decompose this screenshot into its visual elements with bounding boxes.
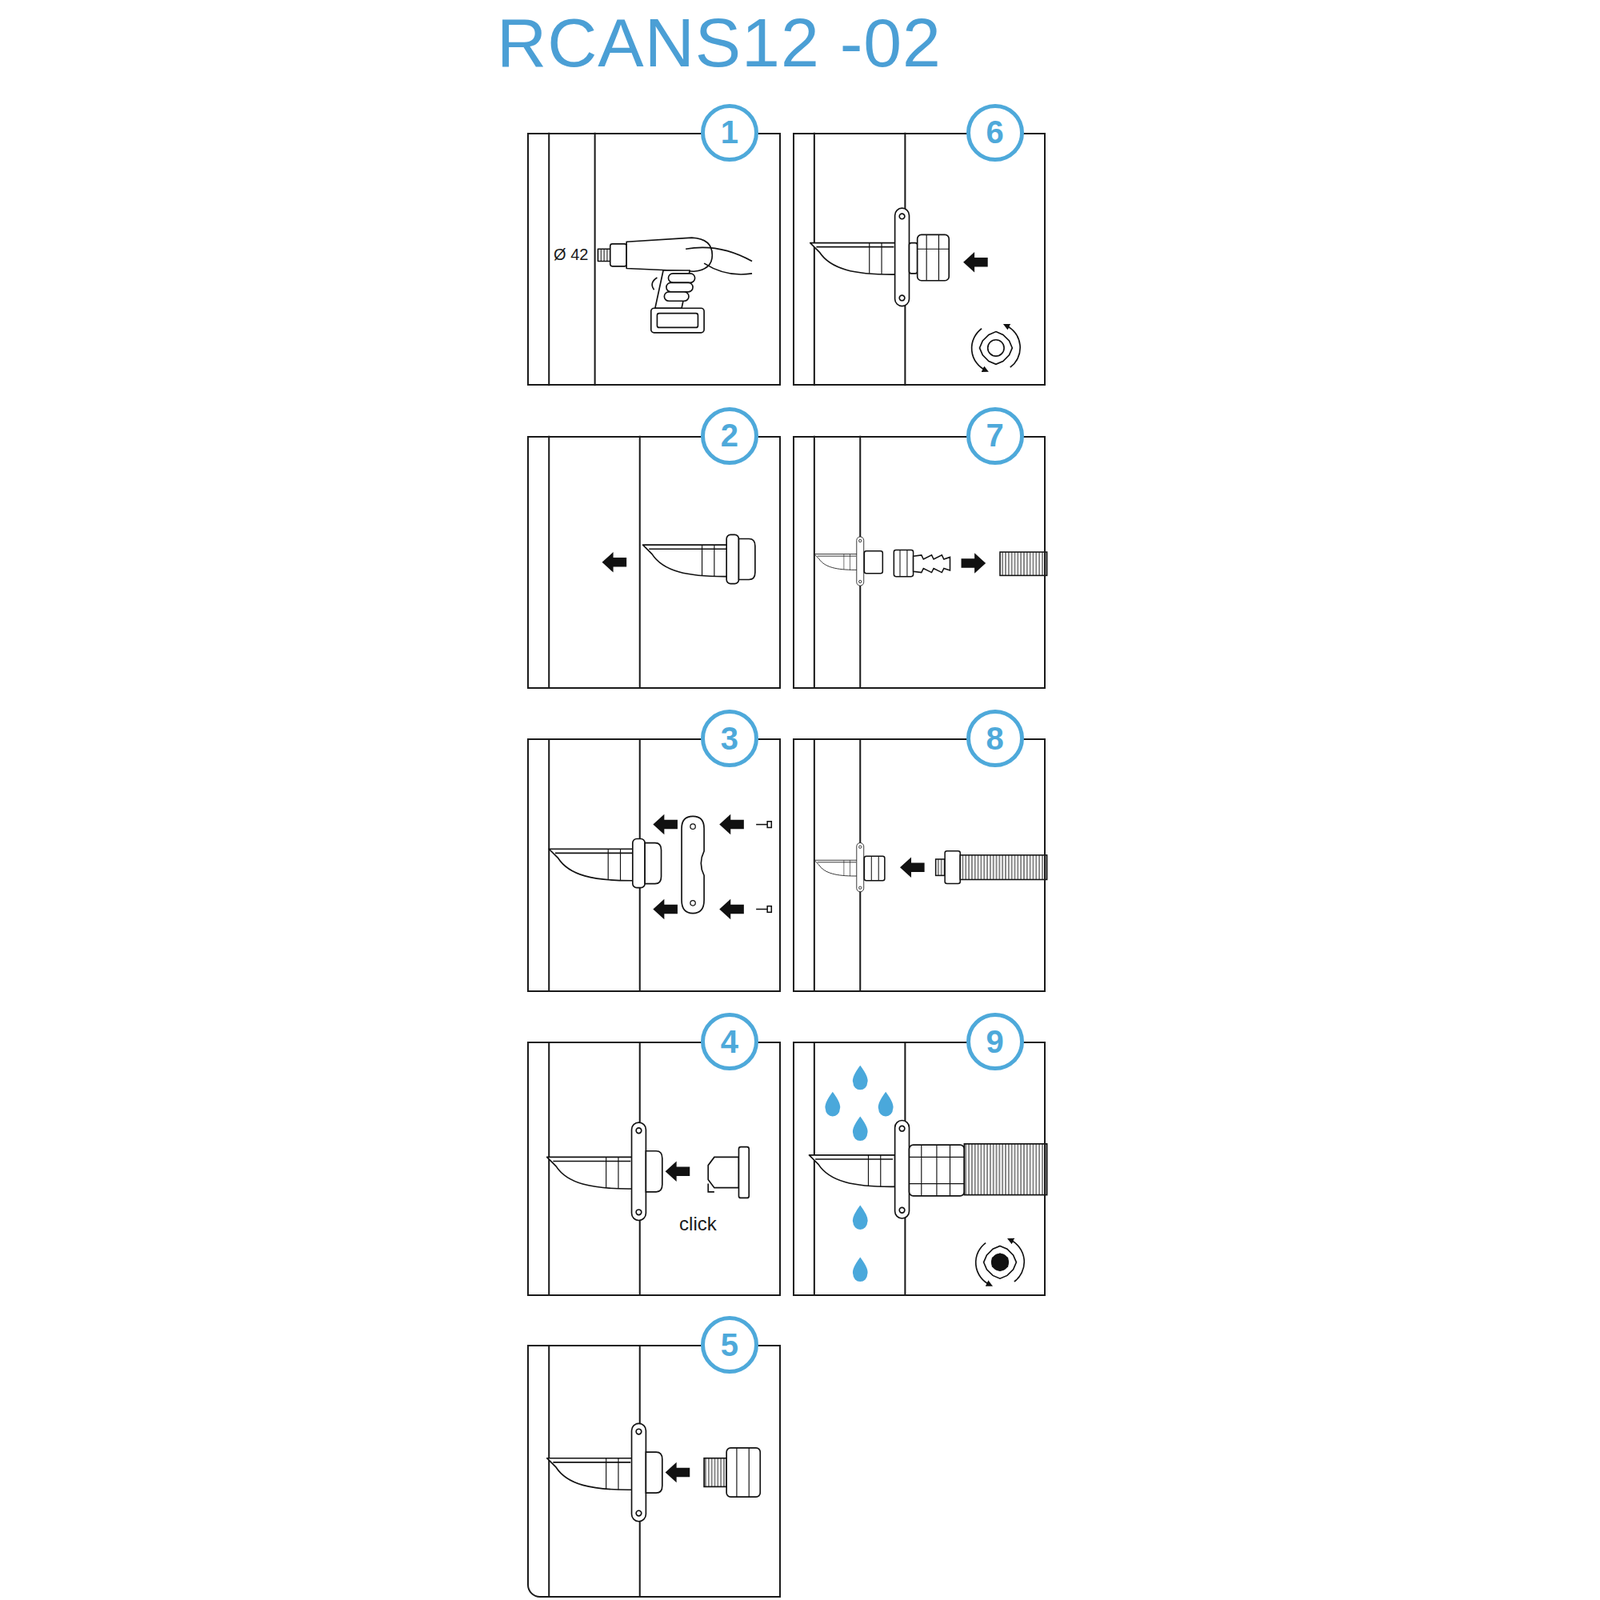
panel-3-figure — [548, 814, 772, 920]
step-panel: 6 — [792, 132, 1046, 386]
panel-6-figure — [810, 208, 1020, 371]
drill-figure — [597, 237, 752, 333]
panel-note: Ø 42 — [552, 245, 590, 264]
panel-9-figure — [808, 1065, 1047, 1285]
panel-2-figure — [602, 534, 756, 584]
step-number: 8 — [966, 709, 1024, 768]
step-number: 1 — [700, 104, 759, 162]
panel-8-figure — [814, 843, 1048, 892]
step-panel: 3 — [527, 738, 780, 992]
step-number: 9 — [966, 1012, 1024, 1071]
step-panel: 2 — [527, 436, 780, 689]
step-number: 7 — [966, 407, 1024, 465]
step-panel: 9 — [792, 1041, 1046, 1296]
panel-5-figure — [547, 1423, 761, 1521]
step-panel: 8 — [792, 738, 1046, 992]
step-number: 2 — [700, 407, 759, 465]
step-number: 6 — [966, 104, 1024, 162]
step-number: 5 — [700, 1316, 759, 1374]
title: RCANS12 -02 — [496, 4, 942, 81]
panel-7-figure — [814, 536, 1048, 586]
step-number: 3 — [700, 709, 759, 768]
water-drops — [824, 1065, 893, 1282]
step-number: 4 — [700, 1012, 759, 1071]
step-panel: 4click — [527, 1041, 780, 1296]
panel-note: click — [677, 1212, 719, 1236]
step-panel: 7 — [792, 436, 1046, 689]
step-panel: 5 — [527, 1344, 780, 1598]
step-panel: 1Ø 42 — [527, 132, 780, 386]
wall-lines — [548, 132, 905, 1597]
panel-4-figure — [547, 1122, 750, 1220]
